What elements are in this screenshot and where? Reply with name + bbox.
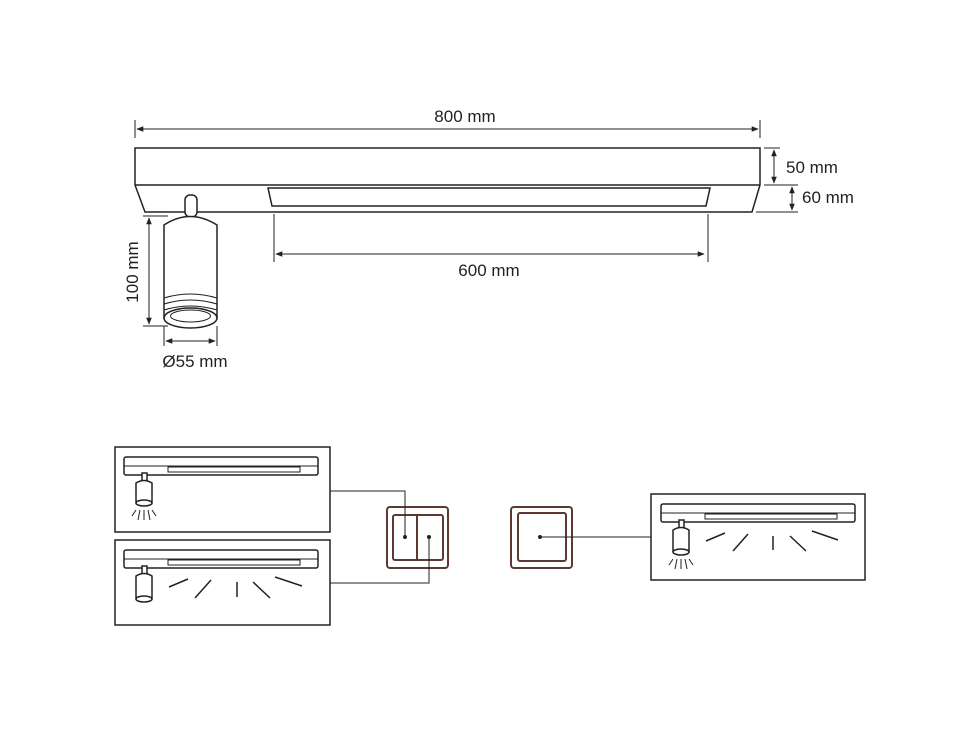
- spotlight: [163, 194, 218, 329]
- scenario-led-on-panel: [114, 539, 331, 626]
- spot-height-label: 100 mm: [123, 241, 142, 302]
- led-length-label: 600 mm: [458, 261, 519, 280]
- dimension-50: 50 mm: [764, 147, 838, 184]
- dimension-800: 800 mm: [134, 107, 761, 138]
- spot-diameter-label: Ø55 mm: [162, 352, 227, 371]
- track-light-fixture: [134, 147, 761, 213]
- length-label: 800 mm: [434, 107, 495, 126]
- dimension-60: 60 mm: [756, 184, 854, 213]
- height-top-label: 50 mm: [786, 158, 838, 177]
- scenario-both-on-panel: [650, 493, 866, 581]
- double-switch: [386, 506, 449, 569]
- height-total-label: 60 mm: [802, 188, 854, 207]
- dimension-100: 100 mm: [123, 215, 168, 327]
- dimension-55: Ø55 mm: [162, 326, 228, 371]
- wiring-double: [330, 490, 430, 584]
- scenario-spot-on-panel: [114, 446, 331, 533]
- dimension-600: 600 mm: [273, 214, 709, 280]
